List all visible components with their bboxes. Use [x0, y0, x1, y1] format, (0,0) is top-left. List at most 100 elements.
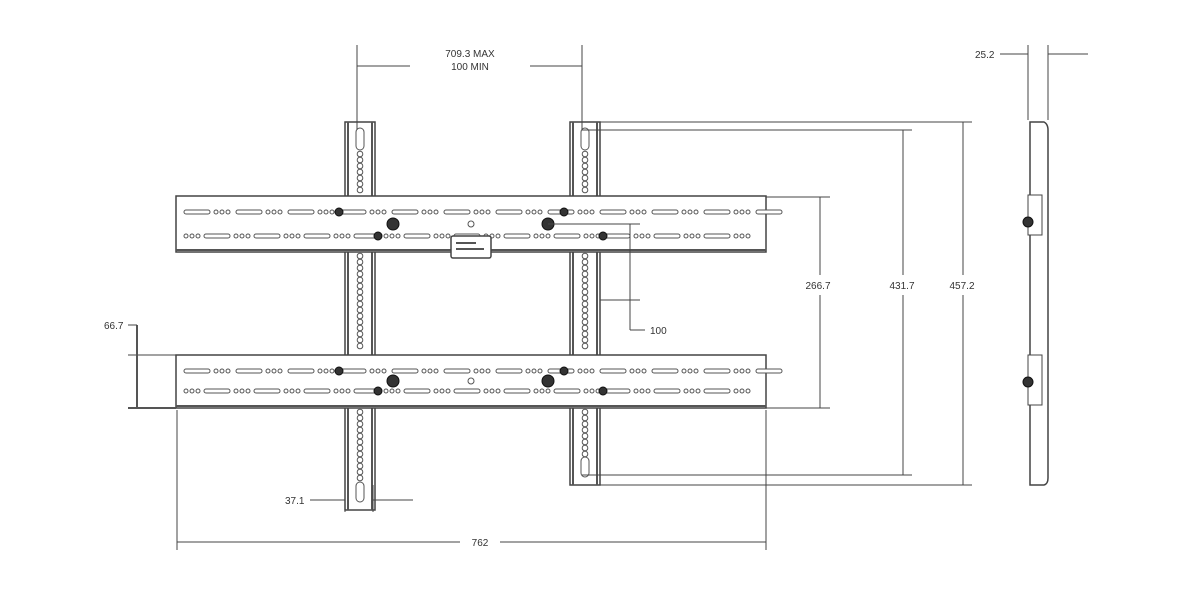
- rail-inner-label: 431.7: [889, 281, 914, 292]
- bar-slot: [755, 368, 783, 374]
- bar-hole: [589, 388, 595, 394]
- rail-hole: [356, 150, 364, 158]
- rail-hole: [356, 156, 364, 164]
- bar-slot: [653, 233, 681, 239]
- bar-hole: [539, 388, 545, 394]
- bar-slot: [203, 388, 231, 394]
- bar-slot: [391, 368, 419, 374]
- bar-slot: [303, 388, 331, 394]
- bar-slot: [253, 233, 281, 239]
- bar-hole: [739, 233, 745, 239]
- rail-hole: [356, 300, 364, 308]
- bar-hole: [245, 233, 251, 239]
- bar-hole: [333, 233, 339, 239]
- bar-slot: [703, 209, 731, 215]
- bar-hole: [239, 233, 245, 239]
- bar-hole: [681, 209, 687, 215]
- dim-bar-span: 266.7: [766, 196, 831, 409]
- bar-hole: [733, 209, 739, 215]
- bar-hole: [695, 233, 701, 239]
- rail-hole: [581, 300, 589, 308]
- rail-slot: [355, 481, 365, 503]
- bar-hole: [583, 368, 589, 374]
- bar-hole: [381, 368, 387, 374]
- bar-hole: [525, 368, 531, 374]
- bar-slot: [339, 368, 367, 374]
- bar-hole: [639, 233, 645, 239]
- rail-hole: [581, 414, 589, 422]
- rail-hole: [581, 438, 589, 446]
- bar-hole: [445, 233, 451, 239]
- rail-hole: [356, 468, 364, 476]
- rail-hole: [581, 288, 589, 296]
- mounting-knob: [334, 366, 344, 376]
- bar-hole: [479, 209, 485, 215]
- bar-slot: [651, 209, 679, 215]
- bar-hole: [745, 368, 751, 374]
- bar-hole: [745, 388, 751, 394]
- rail-hole: [356, 318, 364, 326]
- dim-bar-width: 762: [176, 410, 767, 550]
- bar-hole: [739, 388, 745, 394]
- side-view: [1022, 121, 1049, 486]
- rail-hole: [581, 276, 589, 284]
- rail-hole: [581, 252, 589, 260]
- bar-hole: [495, 233, 501, 239]
- bar-hole: [583, 388, 589, 394]
- rail-hole: [356, 342, 364, 350]
- bar-hole: [369, 209, 375, 215]
- bar-hole: [687, 209, 693, 215]
- bar-hole: [577, 209, 583, 215]
- bar-hole: [639, 388, 645, 394]
- bar-hole: [345, 233, 351, 239]
- rail-hole: [581, 408, 589, 416]
- bar-slot: [553, 233, 581, 239]
- bar-hole: [745, 209, 751, 215]
- bar-hole: [213, 368, 219, 374]
- bar-hole: [439, 233, 445, 239]
- bar-hole: [295, 388, 301, 394]
- bar-hole: [271, 209, 277, 215]
- bar-hole: [195, 388, 201, 394]
- dim-bar-height: 66.7: [104, 321, 176, 409]
- bar-hole: [421, 368, 427, 374]
- bar-hole: [265, 209, 271, 215]
- bar-hole: [489, 388, 495, 394]
- rail-hole: [356, 324, 364, 332]
- rail-hole: [356, 264, 364, 272]
- bar-hole: [375, 368, 381, 374]
- mounting-knob: [334, 207, 344, 217]
- bar-slot: [599, 209, 627, 215]
- bar-hole: [189, 233, 195, 239]
- bar-hole: [317, 368, 323, 374]
- bar-hole: [545, 388, 551, 394]
- bar-hole: [383, 233, 389, 239]
- bar-width-label: 762: [472, 538, 489, 549]
- bar-hole: [745, 233, 751, 239]
- mounting-knob: [386, 217, 400, 231]
- rail-hole: [356, 252, 364, 260]
- bar-hole: [295, 233, 301, 239]
- bar-hole: [739, 368, 745, 374]
- bar-hole: [733, 368, 739, 374]
- rail-hole: [581, 162, 589, 170]
- bar-hole: [427, 368, 433, 374]
- bar-hole: [589, 233, 595, 239]
- bar-hole: [233, 388, 239, 394]
- bar-slot: [183, 209, 211, 215]
- offset-label: 100: [650, 326, 667, 337]
- rail-hole: [581, 270, 589, 278]
- rail-hole: [581, 312, 589, 320]
- rail-hole: [581, 420, 589, 428]
- bar-slot: [303, 233, 331, 239]
- bar-hole: [433, 368, 439, 374]
- rail-hole: [581, 432, 589, 440]
- rail-hole: [356, 276, 364, 284]
- bar-hole: [683, 233, 689, 239]
- rail-hole: [356, 474, 364, 482]
- bar-slot: [755, 209, 783, 215]
- bar-slot: [287, 209, 315, 215]
- bar-hole: [271, 368, 277, 374]
- bar-slot: [339, 209, 367, 215]
- mounting-knob: [598, 386, 608, 396]
